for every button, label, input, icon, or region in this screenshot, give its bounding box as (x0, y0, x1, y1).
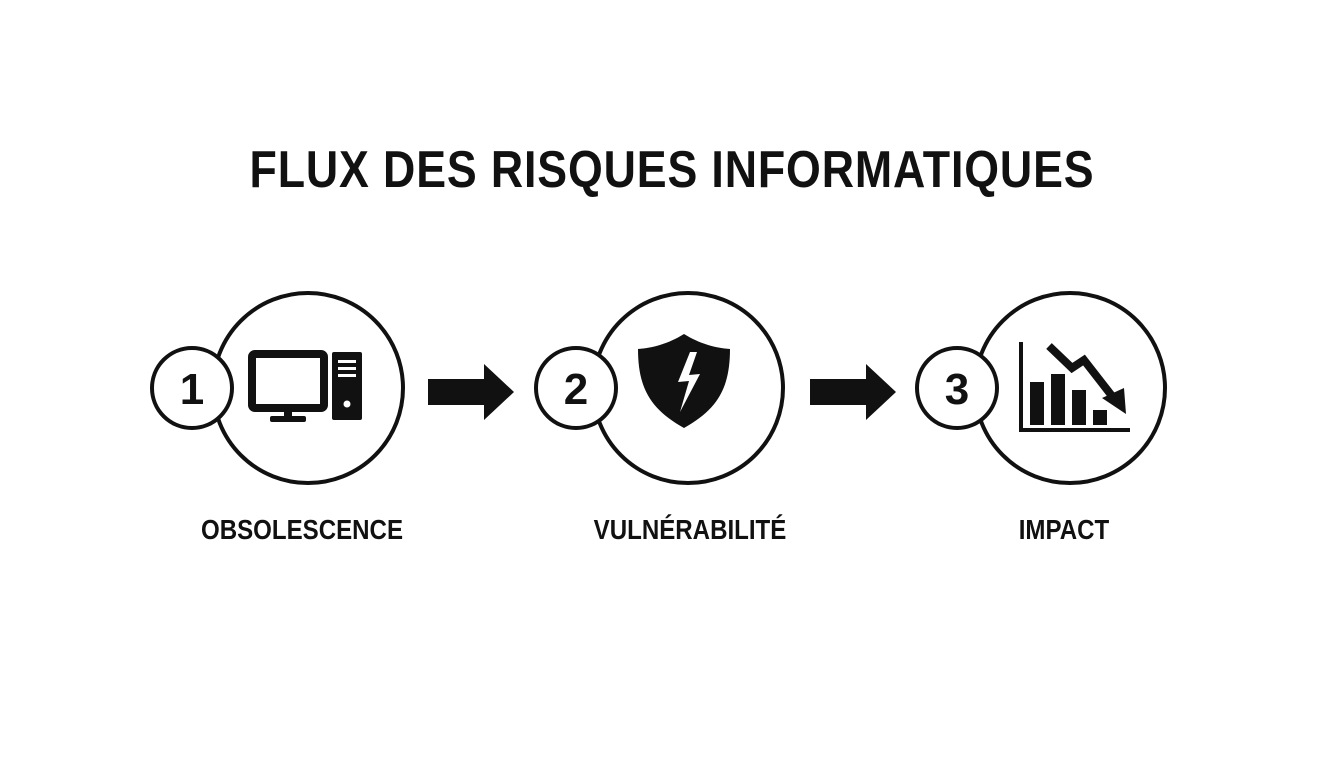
step-3: 3 (915, 291, 1167, 485)
step-1: 1 (150, 291, 405, 485)
declining-chart-icon (1019, 342, 1130, 432)
arrow-2-to-3 (810, 364, 896, 420)
step-1-circle (211, 291, 405, 485)
step-3-label: IMPACT (1018, 514, 1110, 545)
computer-icon (248, 350, 362, 422)
step-1-number: 1 (180, 365, 204, 414)
step-3-circle (973, 291, 1167, 485)
step-2-number: 2 (564, 365, 588, 414)
broken-shield-icon (638, 334, 730, 428)
step-2-badge (534, 346, 618, 430)
step-1-badge (150, 346, 234, 430)
step-3-badge (915, 346, 999, 430)
step-2-label: VULNÉRABILITÉ (593, 514, 787, 545)
step-3-number: 3 (945, 365, 969, 414)
step-2: 2 (534, 291, 785, 485)
diagram-title: FLUX DES RISQUES INFORMATIQUES (249, 141, 1095, 199)
arrow-1-to-2 (428, 364, 514, 420)
step-1-label: OBSOLESCENCE (200, 514, 404, 545)
